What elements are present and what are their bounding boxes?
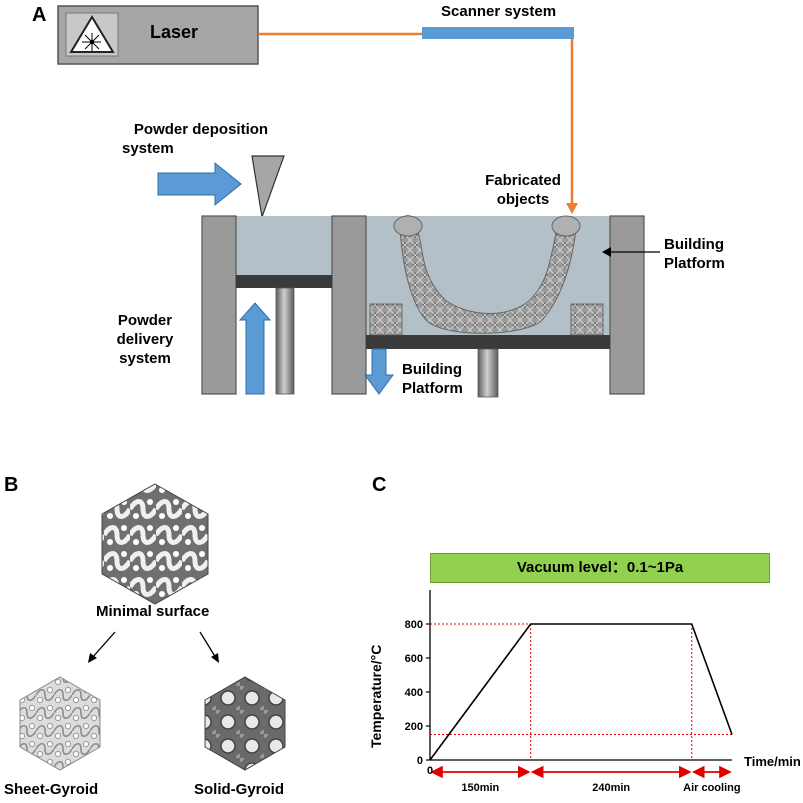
powder-chamber — [236, 216, 332, 275]
fabricated-line1: Fabricated — [485, 172, 561, 189]
ylabel-wrapper: Temperature/°C — [367, 618, 387, 748]
laser-beam-arrowhead — [566, 203, 578, 214]
minimal-surface-hexagon — [101, 483, 209, 605]
powder-deposition-line1: Powder deposition — [133, 121, 269, 138]
y-tick-label: 0 — [417, 755, 423, 767]
powder-delivery-line2: delivery — [116, 331, 174, 348]
powder-delivery-label: Powder delivery system — [100, 311, 190, 368]
fabricated-objects-label: Fabricated objects — [473, 171, 573, 209]
building-platform-bottom-line2: Platform — [402, 380, 463, 397]
implant-condyle-right — [551, 215, 581, 237]
arrow-to-solid — [199, 631, 217, 659]
lattice-block-left — [369, 303, 403, 336]
building-platform-right-line1: Building — [664, 236, 724, 253]
segment-label: Air cooling — [683, 782, 740, 794]
scanner-bar — [422, 27, 574, 39]
panel-b-diagram — [19, 483, 286, 771]
minimal-surface-label: Minimal surface — [96, 603, 210, 620]
fabricated-line2: objects — [496, 191, 550, 208]
powder-piston-plate — [236, 275, 332, 288]
vacuum-level-bar: Vacuum level：0.1~1Pa — [430, 553, 770, 583]
wall-right — [609, 215, 645, 395]
lattice-block-right — [570, 303, 604, 336]
y-tick-label: 400 — [405, 687, 423, 699]
powder-delivery-line3: system — [119, 350, 171, 367]
y-tick-label: 200 — [405, 721, 423, 733]
panel-b-letter: B — [4, 474, 19, 496]
solid-gyroid-hexagon — [204, 676, 286, 771]
powder-up-arrow — [238, 302, 272, 395]
powder-delivery-line1: Powder — [117, 312, 173, 329]
x-axis-label: Time/min — [744, 754, 801, 769]
arrow-to-sheet — [91, 631, 116, 659]
laser-label: Laser — [150, 22, 199, 42]
building-platform-right-label: Building Platform — [664, 235, 725, 273]
building-platform-bottom-line1: Building — [402, 361, 462, 378]
panel-c-letter: C — [372, 474, 387, 496]
building-platform-bottom-label: Building Platform — [402, 360, 463, 398]
segment-label: 150min — [461, 782, 499, 794]
sheet-gyroid-hexagon — [19, 676, 101, 771]
powder-piston-rod — [275, 287, 295, 395]
powder-deposition-line2: system — [122, 140, 174, 157]
vacuum-level-label: Vacuum level：0.1~1Pa — [516, 559, 684, 576]
building-platform-right-line2: Platform — [664, 255, 725, 272]
wall-middle — [331, 215, 367, 395]
panel-a-diagram — [57, 5, 660, 398]
implant-condyle-left — [393, 215, 423, 237]
segment-label: 240min — [592, 782, 630, 794]
y-tick-label: 800 — [405, 619, 423, 631]
wall-left — [201, 215, 237, 395]
build-platform-rod — [477, 348, 499, 398]
y-axis-label: Temperature/°C — [368, 644, 384, 748]
powder-deposition-arrow — [157, 161, 242, 207]
solid-gyroid-label: Solid-Gyroid — [194, 781, 284, 798]
build-down-arrow — [364, 348, 394, 395]
scanner-system-label: Scanner system — [441, 3, 557, 20]
temperature-series-line — [429, 623, 733, 761]
powder-deposition-label: Powder deposition system — [104, 120, 298, 158]
build-platform-plate — [366, 335, 610, 349]
x-origin-label: 0 — [427, 765, 434, 777]
temperature-chart: 0 200 400 600 800 150min 240min Air cooling — [405, 590, 741, 794]
panel-a-letter: A — [32, 4, 47, 26]
recoater-blade — [251, 155, 285, 220]
sheet-gyroid-label: Sheet-Gyroid — [4, 781, 99, 798]
y-tick-label: 600 — [405, 653, 423, 665]
